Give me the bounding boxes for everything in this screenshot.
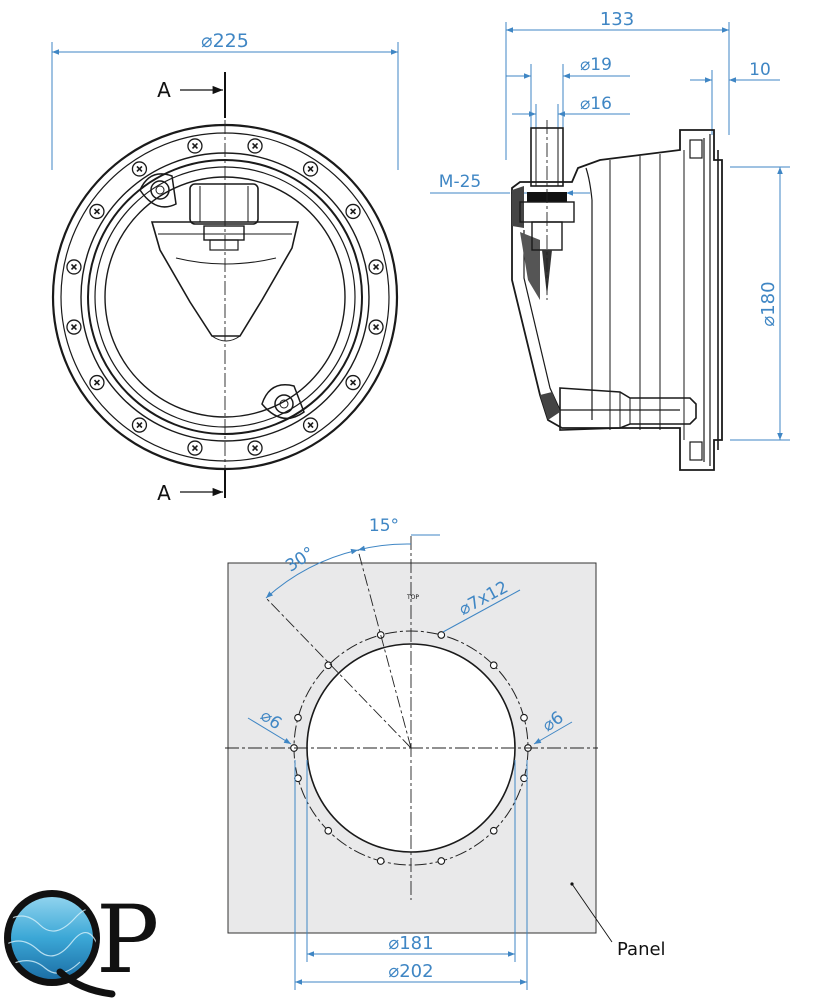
screw-icon [247,138,263,154]
panel-view: 30° 15° TOP ⌀7x12 ⌀6 ⌀6 ⌀181 ⌀202 Panel [225,516,666,990]
housing-section [511,120,723,471]
mounting-hole [489,661,498,670]
screw-icon [302,417,319,433]
mounting-hole [437,857,446,865]
screw-icon [66,259,82,275]
logo-letter-p: P [96,886,159,995]
lamp-housing [150,183,300,342]
screw-icon [89,374,105,391]
dim-flange-10: 10 [749,60,771,80]
screw-icon [131,417,148,433]
mounting-hole [294,713,302,722]
dim-inner-pipe-16: ⌀16 [580,94,612,114]
dim-outer-pipe-19: ⌀19 [580,55,612,75]
angle-15: 15° [369,516,399,536]
mounting-hole [437,631,446,639]
qp-logo: P [4,886,159,998]
mounting-hole [520,713,528,722]
clamp-bottom-right [261,384,305,420]
screw-icon [187,138,203,154]
screw-icon [302,161,319,177]
mounting-hole [376,857,385,865]
bezel-screws [66,138,384,456]
top-marker: TOP [406,594,419,601]
screw-icon [345,203,361,220]
screw-icon [131,161,148,177]
screw-icon [66,319,82,335]
dim-diameter-225: ⌀225 [201,30,249,52]
mounting-hole [489,826,498,835]
mounting-hole [294,774,302,783]
dim-body-180: ⌀180 [758,281,779,326]
mounting-hole [324,826,333,835]
screw-icon [247,440,263,456]
section-label-top: A [157,78,171,102]
mounting-hole [520,774,528,783]
screw-icon [187,440,203,456]
side-view: 133 ⌀19 ⌀16 10 M-25 ⌀180 [430,9,790,471]
section-label-bottom: A [157,481,171,505]
front-view: ⌀225 A A [51,30,399,505]
screw-icon [368,259,384,275]
screw-icon [345,374,361,391]
clamp-top-left [139,173,177,208]
dim-thread-m25: M-25 [439,172,481,192]
screw-icon [89,203,105,220]
screw-icon [368,319,384,335]
dim-outer-202: ⌀202 [388,961,433,982]
dim-inner-181: ⌀181 [388,933,433,954]
panel-label: Panel [617,939,666,960]
dim-depth-133: 133 [600,9,634,30]
